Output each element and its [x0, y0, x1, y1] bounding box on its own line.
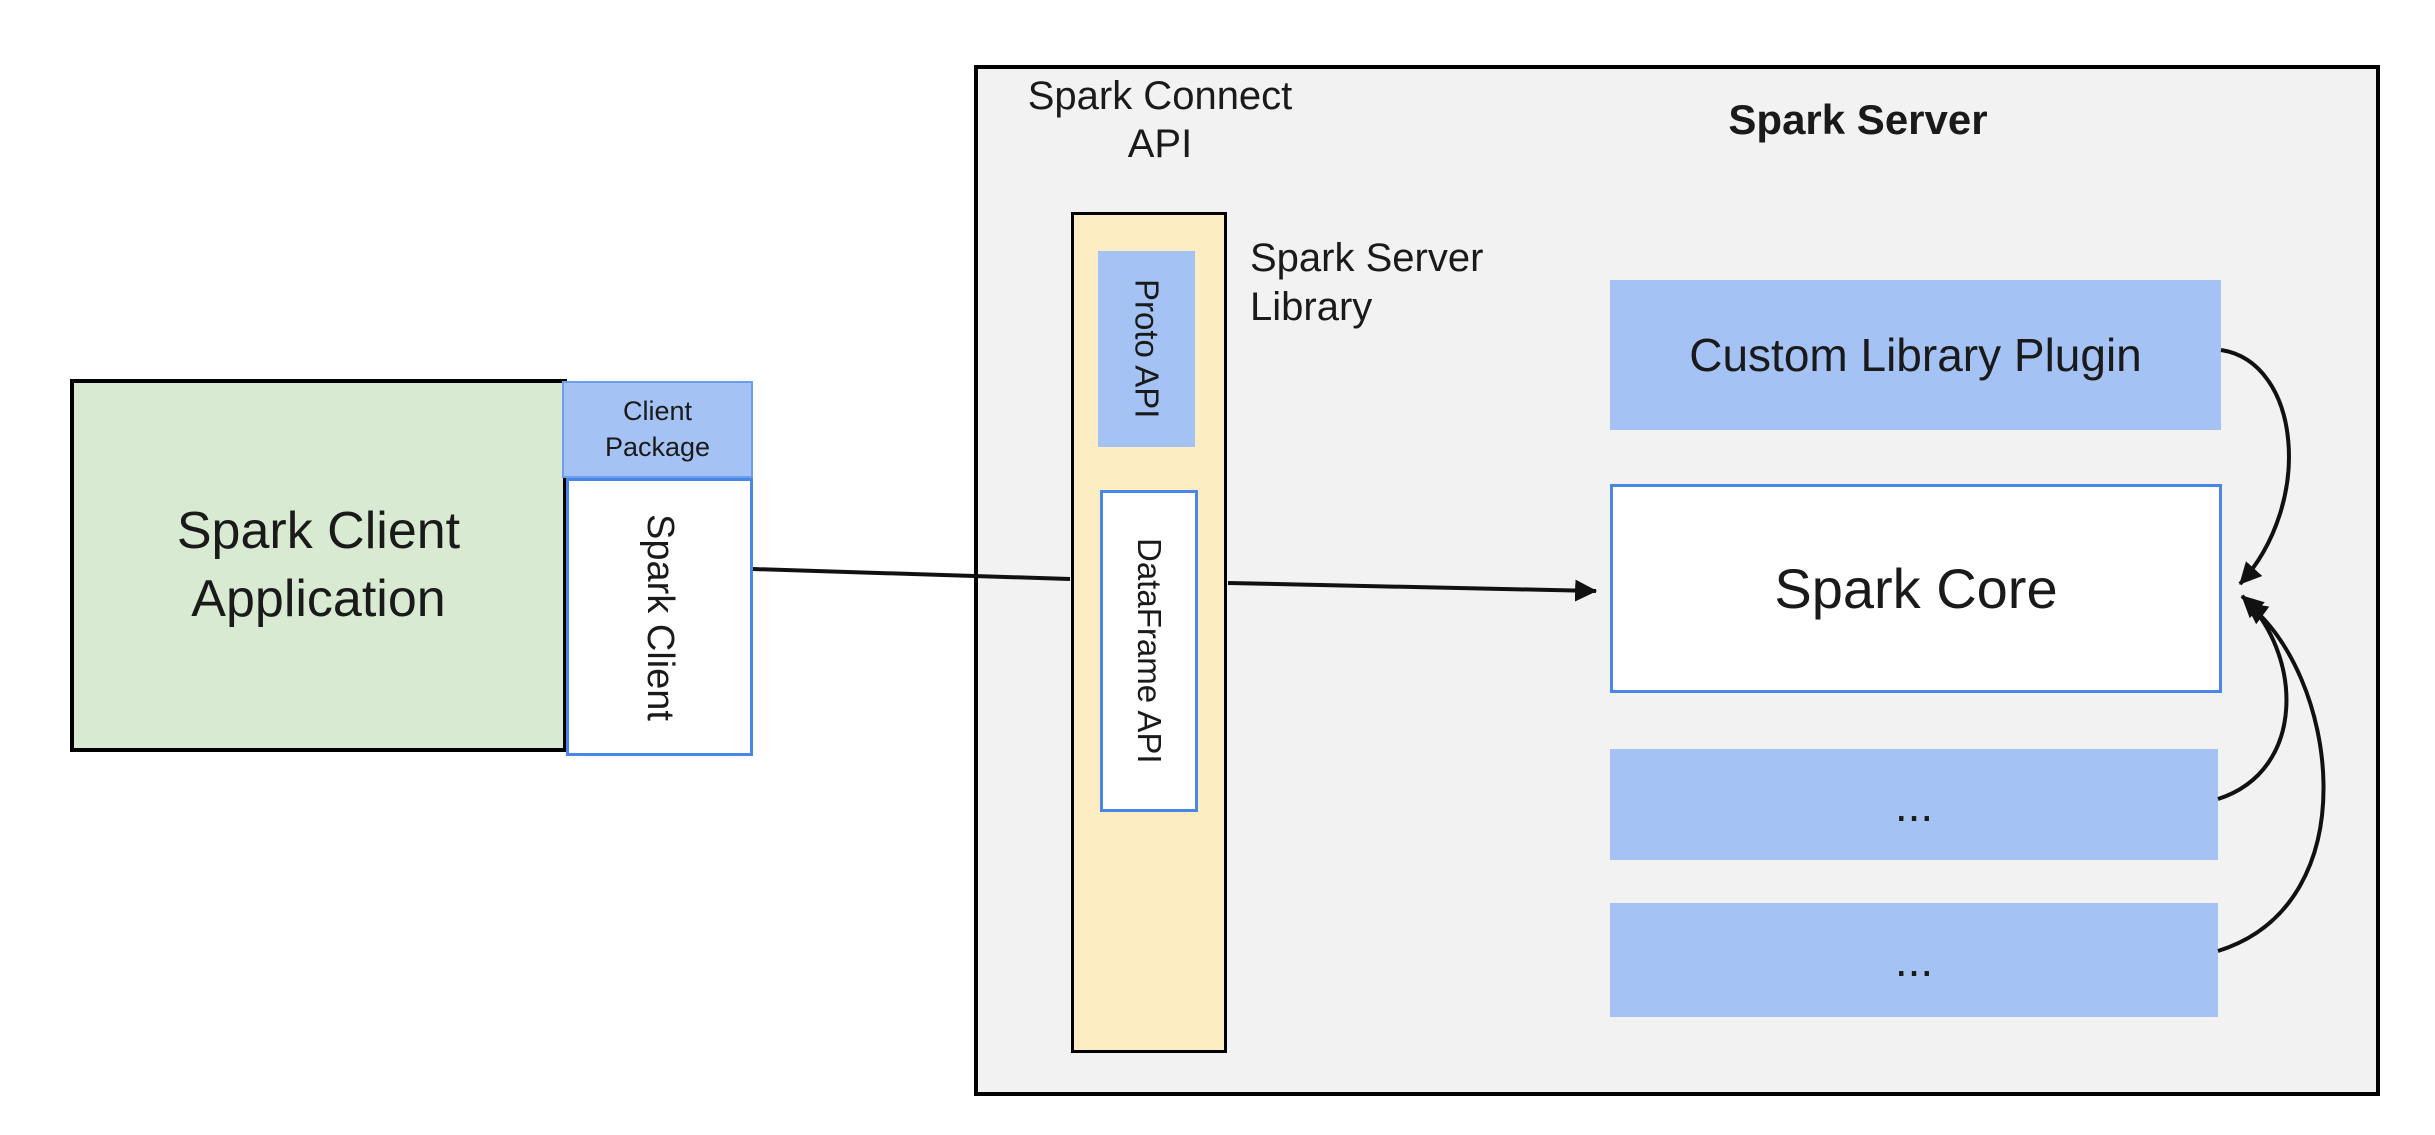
spark-core-box: Spark Core [1610, 484, 2222, 693]
spark-client-application-box: Spark Client Application [70, 379, 567, 752]
plugin-placeholder-box-2: ... [1610, 903, 2218, 1017]
plugin-placeholder-box-1: ... [1610, 749, 2218, 860]
dataframe-api-box: DataFrame API [1100, 490, 1198, 812]
spark-server-title: Spark Server [1728, 96, 1988, 143]
spark-client-application-label: Spark Client Application [177, 498, 460, 633]
client-package-label-line1: Client [622, 396, 692, 427]
proto-api-box: Proto API [1098, 251, 1195, 447]
spark-client-box: Spark Client [566, 478, 753, 756]
proto-api-label: Proto API [1128, 279, 1166, 419]
spark-server-library-label-line1: Spark Server [1250, 236, 1484, 280]
spark-client-application-label-line2: Application [191, 569, 446, 628]
spark-client-application-label-line1: Spark Client [176, 501, 461, 560]
spark-client-label: Spark Client [639, 513, 681, 721]
spark-connect-api-label-line2: API [1127, 122, 1193, 166]
dataframe-api-label: DataFrame API [1131, 538, 1168, 764]
spark-core-label: Spark Core [1774, 557, 2058, 620]
spark-connect-api-label-line1: Spark Connect [1027, 74, 1293, 118]
client-package-box: Client Package [562, 381, 753, 478]
client-package-label: Client Package [605, 394, 710, 464]
spark-server-library-label: Spark Server Library [1250, 234, 1570, 332]
spark-connect-api-label: Spark Connect API [1000, 72, 1320, 168]
client-package-label-line2: Package [604, 431, 711, 462]
custom-library-plugin-box: Custom Library Plugin [1610, 280, 2221, 430]
custom-library-plugin-label: Custom Library Plugin [1689, 329, 2142, 381]
spark-server-library-label-line2: Library [1250, 284, 1373, 329]
